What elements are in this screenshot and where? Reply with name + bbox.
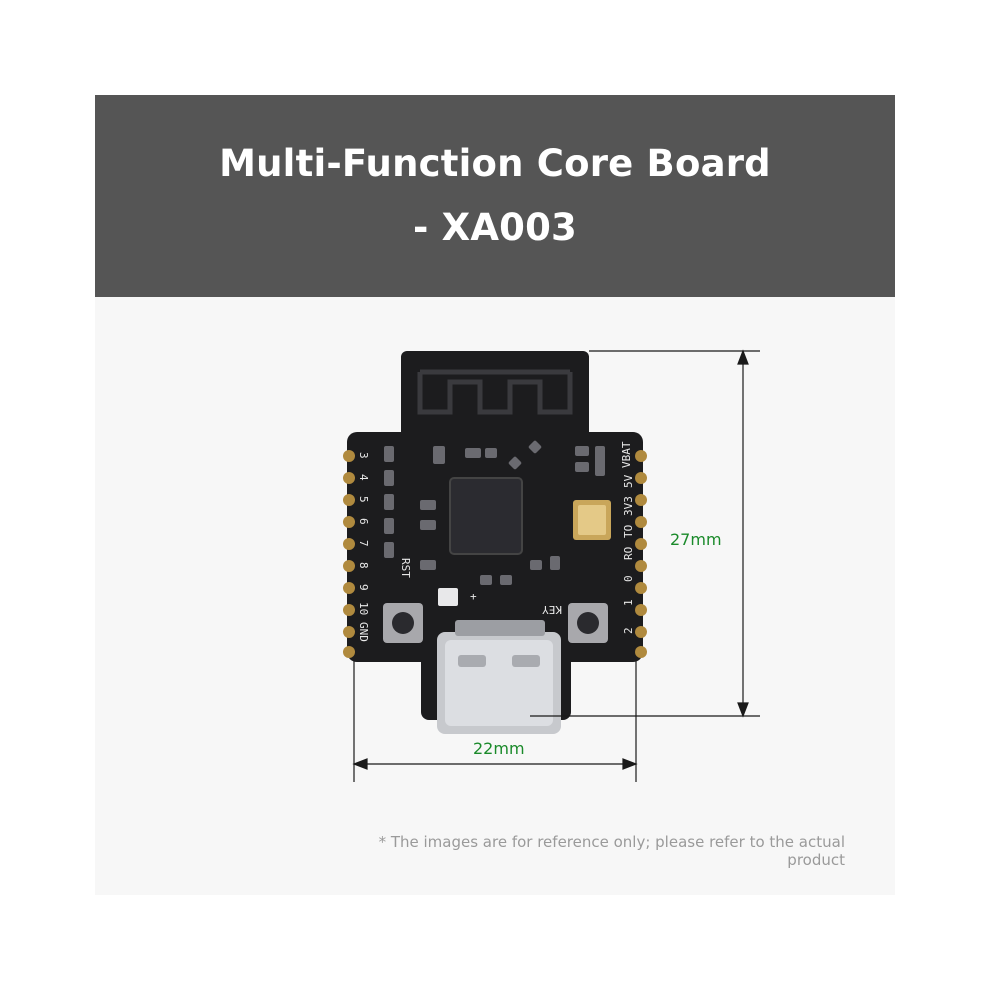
plus-label: +: [470, 590, 477, 603]
height-label: 27mm: [670, 530, 722, 549]
rst-button: [383, 603, 423, 643]
pin-label-0: 0: [622, 575, 635, 582]
pin-label-gnd: GND: [357, 622, 370, 642]
width-dimension: [352, 660, 638, 782]
pin-label-3v3: 3V3: [622, 496, 635, 516]
disclaimer-text: * The images are for reference only; ple…: [378, 833, 845, 869]
key-button: [568, 603, 608, 643]
pin-label-4: 4: [357, 474, 370, 481]
mcu-chip: [449, 477, 523, 555]
pin-label-2: 2: [622, 627, 635, 634]
antenna-trace: [417, 369, 573, 415]
title-line-2: - XA003: [412, 206, 578, 249]
pin-label-9: 9: [357, 584, 370, 591]
product-card: Multi-Function Core Board - XA003 * The …: [95, 95, 895, 895]
pin-label-to: TO: [622, 525, 635, 538]
pin-label-5: 5: [357, 496, 370, 503]
height-dimension: [530, 349, 760, 718]
title-line-1: Multi-Function Core Board: [219, 142, 771, 185]
pin-label-7: 7: [357, 540, 370, 547]
pin-label-3: 3: [357, 452, 370, 459]
pcb-board: 3 4 5 6 7 8 9 10 GND RST KEY + VBAT 5V 3…: [343, 351, 647, 734]
pin-label-8: 8: [357, 562, 370, 569]
pin-label-10: 10: [357, 602, 370, 615]
title-banner: Multi-Function Core Board - XA003: [95, 95, 895, 297]
led: [438, 588, 458, 606]
pin-label-6: 6: [357, 518, 370, 525]
pin-label-1: 1: [622, 599, 635, 606]
pin-label-5v: 5V: [622, 474, 635, 488]
width-label: 22mm: [473, 739, 525, 758]
key-label: KEY: [542, 603, 562, 616]
pin-label-ro: RO: [622, 547, 635, 560]
usb-c-connector: [437, 620, 561, 734]
pin-label-vbat: VBAT: [620, 441, 633, 468]
rst-label: RST: [399, 558, 412, 578]
